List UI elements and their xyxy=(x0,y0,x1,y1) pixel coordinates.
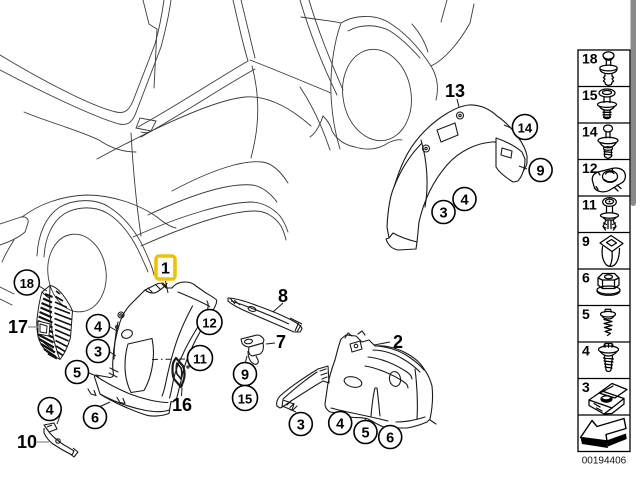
svg-text:4: 4 xyxy=(582,343,590,359)
svg-text:6: 6 xyxy=(582,270,590,286)
svg-text:5: 5 xyxy=(582,306,590,322)
svg-text:17: 17 xyxy=(8,317,28,337)
svg-text:4: 4 xyxy=(46,403,54,419)
svg-text:6: 6 xyxy=(91,411,99,427)
svg-text:5: 5 xyxy=(73,366,81,382)
svg-text:4: 4 xyxy=(94,320,102,336)
svg-text:11: 11 xyxy=(582,197,597,213)
svg-text:14: 14 xyxy=(518,121,533,136)
svg-text:7: 7 xyxy=(276,332,286,352)
svg-text:9: 9 xyxy=(582,233,590,249)
svg-text:5: 5 xyxy=(361,426,369,442)
svg-text:12: 12 xyxy=(582,160,598,176)
svg-text:00194406: 00194406 xyxy=(582,456,627,467)
svg-text:14: 14 xyxy=(582,124,598,140)
svg-text:18: 18 xyxy=(582,51,598,67)
svg-text:3: 3 xyxy=(297,418,305,434)
svg-text:10: 10 xyxy=(17,432,37,452)
svg-text:4: 4 xyxy=(460,193,468,209)
svg-text:13: 13 xyxy=(445,81,465,101)
svg-text:3: 3 xyxy=(94,345,102,361)
svg-text:6: 6 xyxy=(386,431,394,447)
svg-text:16: 16 xyxy=(172,395,192,415)
svg-text:12: 12 xyxy=(202,316,216,331)
svg-text:3: 3 xyxy=(439,206,447,222)
svg-text:15: 15 xyxy=(582,87,598,103)
svg-text:9: 9 xyxy=(241,368,249,384)
svg-text:18: 18 xyxy=(20,276,34,291)
svg-text:9: 9 xyxy=(537,164,545,180)
svg-text:3: 3 xyxy=(582,379,590,395)
svg-text:11: 11 xyxy=(193,352,207,367)
svg-text:8: 8 xyxy=(278,286,288,306)
svg-text:15: 15 xyxy=(238,392,252,407)
svg-text:2: 2 xyxy=(393,332,403,352)
svg-text:4: 4 xyxy=(336,417,344,433)
svg-text:1: 1 xyxy=(161,261,170,278)
